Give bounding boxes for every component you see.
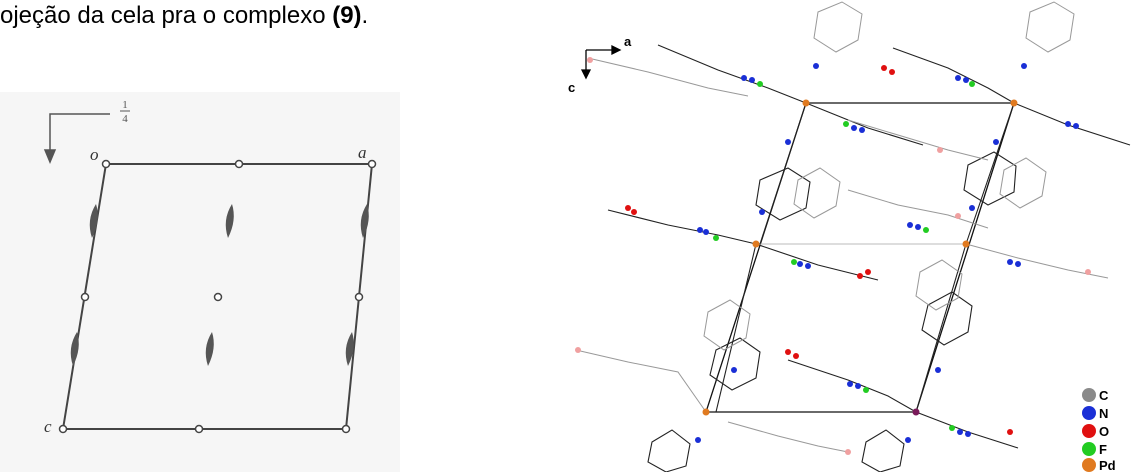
ring bbox=[647, 429, 691, 472]
legend-swatch-c bbox=[1082, 388, 1096, 402]
caption-text: ojeção da cela pra o complexo bbox=[0, 2, 333, 29]
diagram-background bbox=[0, 92, 400, 472]
ring bbox=[963, 151, 1017, 206]
ring bbox=[915, 259, 963, 311]
legend-label-pd: Pd bbox=[1099, 458, 1116, 472]
legend-swatch-f bbox=[1082, 442, 1096, 456]
crystal-packing-figure: a c bbox=[568, 1, 1131, 472]
ring bbox=[861, 429, 905, 472]
atoms-n bbox=[695, 63, 1079, 443]
ring bbox=[1025, 1, 1075, 53]
axis-fraction-denominator: 4 bbox=[122, 113, 128, 125]
label-origin: o bbox=[90, 145, 99, 164]
legend-swatch-o bbox=[1082, 424, 1096, 438]
element-legend: C N O F Pd bbox=[1082, 388, 1116, 472]
axis-label-a: a bbox=[624, 34, 632, 49]
atoms-pd bbox=[702, 99, 1018, 416]
ring bbox=[703, 299, 751, 351]
legend-label-f: F bbox=[1099, 442, 1107, 457]
atoms-o bbox=[625, 65, 1013, 435]
molecules-light bbox=[575, 1, 1109, 453]
molecules-dark bbox=[607, 44, 1131, 472]
axis-marker bbox=[43, 113, 110, 164]
ring bbox=[793, 167, 841, 219]
cell-projection-diagram: 1 4 o a c bbox=[0, 92, 400, 472]
axis-label-c: c bbox=[568, 80, 575, 95]
inversion-centers bbox=[58, 159, 377, 434]
ring bbox=[755, 167, 811, 221]
figure-caption: ojeção da cela pra o complexo (9). bbox=[0, 2, 368, 30]
legend-swatch-n bbox=[1082, 406, 1096, 420]
unit-cell-edges bbox=[705, 102, 1015, 413]
label-a: a bbox=[358, 143, 367, 162]
label-c: c bbox=[44, 417, 52, 436]
atoms-o-light bbox=[575, 57, 1091, 455]
legend-label-n: N bbox=[1099, 406, 1108, 421]
axis-indicator bbox=[580, 44, 622, 80]
ring bbox=[921, 291, 973, 346]
atoms-f bbox=[713, 81, 975, 431]
caption-period: . bbox=[361, 2, 369, 29]
ring bbox=[999, 157, 1047, 209]
legend-label-c: C bbox=[1099, 388, 1109, 403]
ring bbox=[709, 337, 761, 391]
legend-swatch-pd bbox=[1082, 458, 1096, 472]
ring bbox=[813, 1, 863, 53]
screw-axis-symbols bbox=[70, 204, 369, 366]
legend-label-o: O bbox=[1099, 424, 1109, 439]
caption-compound-number: (9) bbox=[332, 2, 362, 29]
axis-fraction-numerator: 1 bbox=[122, 99, 128, 111]
